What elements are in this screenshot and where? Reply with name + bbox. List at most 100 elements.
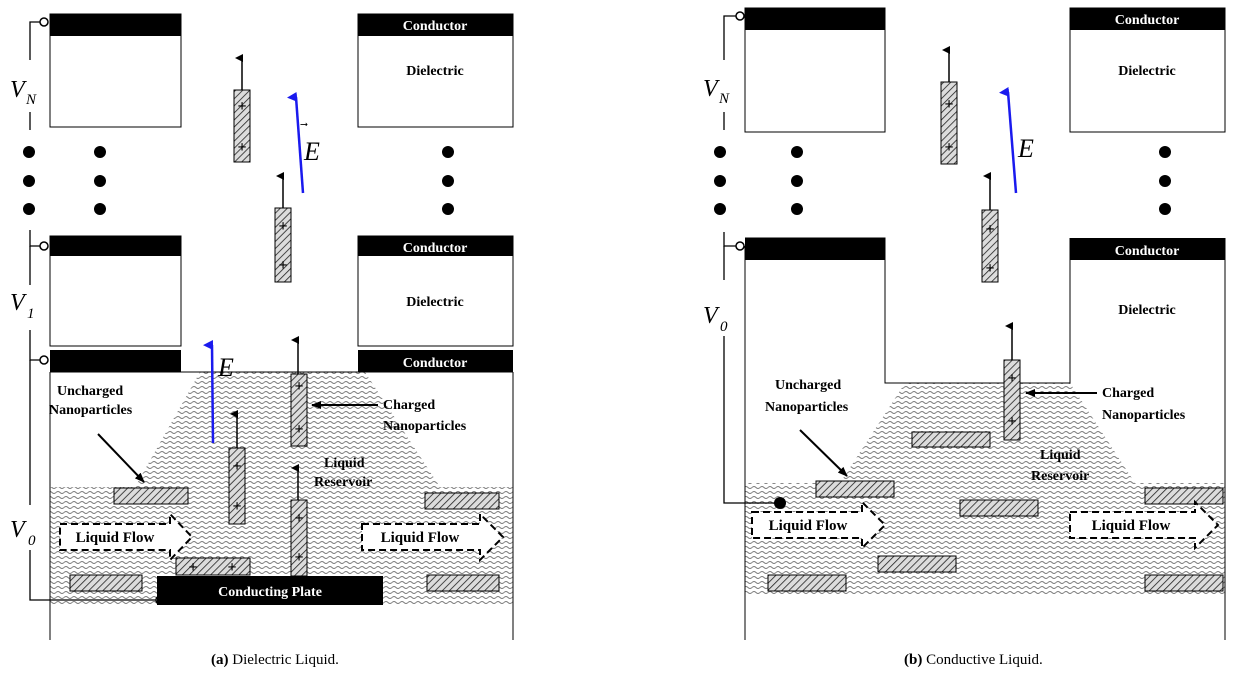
liquid-flow-arrow-right-b: Liquid Flow — [1069, 499, 1220, 551]
panel-b: Conductor Dielectric Conductor Dielectri… — [703, 7, 1226, 640]
voltage-v0-label: V — [10, 517, 27, 543]
reservoir-label: Liquid — [1040, 448, 1081, 463]
field-arrow-top-a — [287, 91, 305, 194]
voltage-vn-sub: N — [718, 91, 730, 107]
svg-text:+: + — [232, 458, 241, 475]
reservoir-label: Reservoir — [1031, 469, 1089, 484]
uncharged-nanoparticle — [877, 555, 957, 573]
uncharged-nanoparticle — [113, 487, 189, 505]
voltage-v0-sub: 0 — [720, 319, 728, 335]
uncharged-nanoparticle — [69, 574, 143, 592]
left-conductor-top-a — [50, 14, 181, 36]
voltage-v1-sub: 1 — [27, 306, 35, 322]
svg-text:+: + — [237, 98, 246, 115]
svg-text:+: + — [985, 221, 994, 238]
svg-text:+: + — [985, 260, 994, 277]
terminal-a — [39, 355, 49, 365]
field-arrow-bottom-a — [203, 339, 215, 444]
plate-label: Conducting Plate — [218, 585, 322, 600]
flow-label: Liquid Flow — [1092, 518, 1171, 534]
svg-text:+: + — [294, 549, 303, 566]
right-conductor-top-a — [358, 14, 513, 36]
conducting-plate — [157, 576, 383, 605]
svg-text:+: + — [278, 218, 287, 235]
left-conductor-mid-b — [745, 238, 885, 260]
dielectric-label: Dielectric — [1118, 64, 1176, 79]
dielectric-label: Dielectric — [1118, 303, 1176, 318]
flow-label: Liquid Flow — [76, 530, 155, 546]
svg-text:+: + — [188, 559, 197, 576]
conductor-label: Conductor — [403, 356, 468, 371]
charged-label: Charged — [1102, 386, 1154, 401]
terminal-a — [39, 17, 49, 27]
svg-text:+: + — [237, 139, 246, 156]
uncharged-label: Nanoparticles — [765, 400, 849, 415]
caption-a: (a) Dielectric Liquid. — [211, 652, 339, 669]
dielectric-label: Dielectric — [406, 295, 464, 310]
charged-nanoparticle: + + — [233, 54, 251, 163]
flow-label: Liquid Flow — [769, 518, 848, 534]
caption-b: (b) Conductive Liquid. — [904, 652, 1043, 669]
terminal-b — [735, 241, 745, 251]
charged-label: Charged — [383, 398, 435, 413]
uncharged-label: Uncharged — [775, 378, 841, 393]
voltage-v0-sub: 0 — [28, 533, 36, 549]
conductor-label: Conductor — [403, 241, 468, 256]
svg-text:+: + — [227, 559, 236, 576]
caption-b-prefix: (b) — [904, 652, 923, 668]
charged-nanoparticle-plate: + + — [175, 557, 251, 576]
liquid-flow-arrow-left-b: Liquid Flow — [751, 499, 887, 551]
svg-text:+: + — [1007, 370, 1016, 387]
voltage-vn-sub: N — [25, 92, 37, 108]
uncharged-label: Nanoparticles — [49, 403, 133, 418]
uncharged-nanoparticle — [424, 492, 500, 510]
uncharged-label: Uncharged — [57, 384, 123, 399]
charged-nanoparticle: + + — [290, 336, 308, 447]
left-conductor-bottom-a — [50, 350, 181, 372]
uncharged-nanoparticle — [426, 574, 500, 592]
right-conductor-mid-a — [358, 236, 513, 256]
uncharged-nanoparticle — [1144, 487, 1224, 505]
svg-text:+: + — [278, 257, 287, 274]
wire-plate-a — [29, 550, 160, 601]
wire-v0-bottom-b — [723, 336, 778, 504]
wire-v0-a — [29, 330, 42, 361]
svg-text:+: + — [1007, 413, 1016, 430]
wire-vn-a — [29, 21, 42, 60]
charged-nanoparticle: + + — [228, 410, 246, 525]
ellipsis-dots-a — [23, 146, 454, 215]
charged-label: Nanoparticles — [383, 419, 467, 434]
reservoir-label: Reservoir — [314, 475, 372, 490]
field-arrow-b — [999, 86, 1018, 194]
voltage-v1-label: V — [10, 290, 27, 316]
conductor-label: Conductor — [403, 19, 468, 34]
uncharged-pointer-a — [97, 433, 145, 483]
conductor-label: Conductor — [1115, 13, 1180, 28]
uncharged-nanoparticle — [767, 574, 847, 592]
uncharged-pointer-b — [799, 429, 848, 477]
ellipsis-dots-b — [714, 146, 1171, 215]
terminal-liquid-b — [774, 497, 786, 509]
uncharged-nanoparticle — [1144, 574, 1224, 592]
wire-vn-b — [723, 15, 738, 60]
flow-label: Liquid Flow — [381, 530, 460, 546]
voltage-vn-label: V — [703, 76, 720, 102]
charged-nanoparticle: + + — [1003, 322, 1021, 441]
charged-label: Nanoparticles — [1102, 408, 1186, 423]
uncharged-nanoparticle — [911, 431, 991, 448]
right-conductor-top-b — [1070, 8, 1225, 30]
right-conductor-mid-b — [1070, 238, 1225, 260]
svg-text:+: + — [294, 510, 303, 527]
uncharged-nanoparticle — [959, 499, 1039, 517]
field-label: E — [303, 137, 320, 166]
dielectric-label: Dielectric — [406, 64, 464, 79]
field-label: E — [217, 353, 234, 382]
uncharged-nanoparticle — [815, 480, 895, 498]
terminal-b — [735, 11, 745, 21]
caption-a-text: Dielectric Liquid. — [232, 652, 339, 668]
voltage-vn-label: V — [10, 77, 27, 103]
conductor-label: Conductor — [1115, 244, 1180, 259]
caption-a-prefix: (a) — [211, 652, 229, 668]
voltage-v0-label: V — [703, 303, 720, 329]
